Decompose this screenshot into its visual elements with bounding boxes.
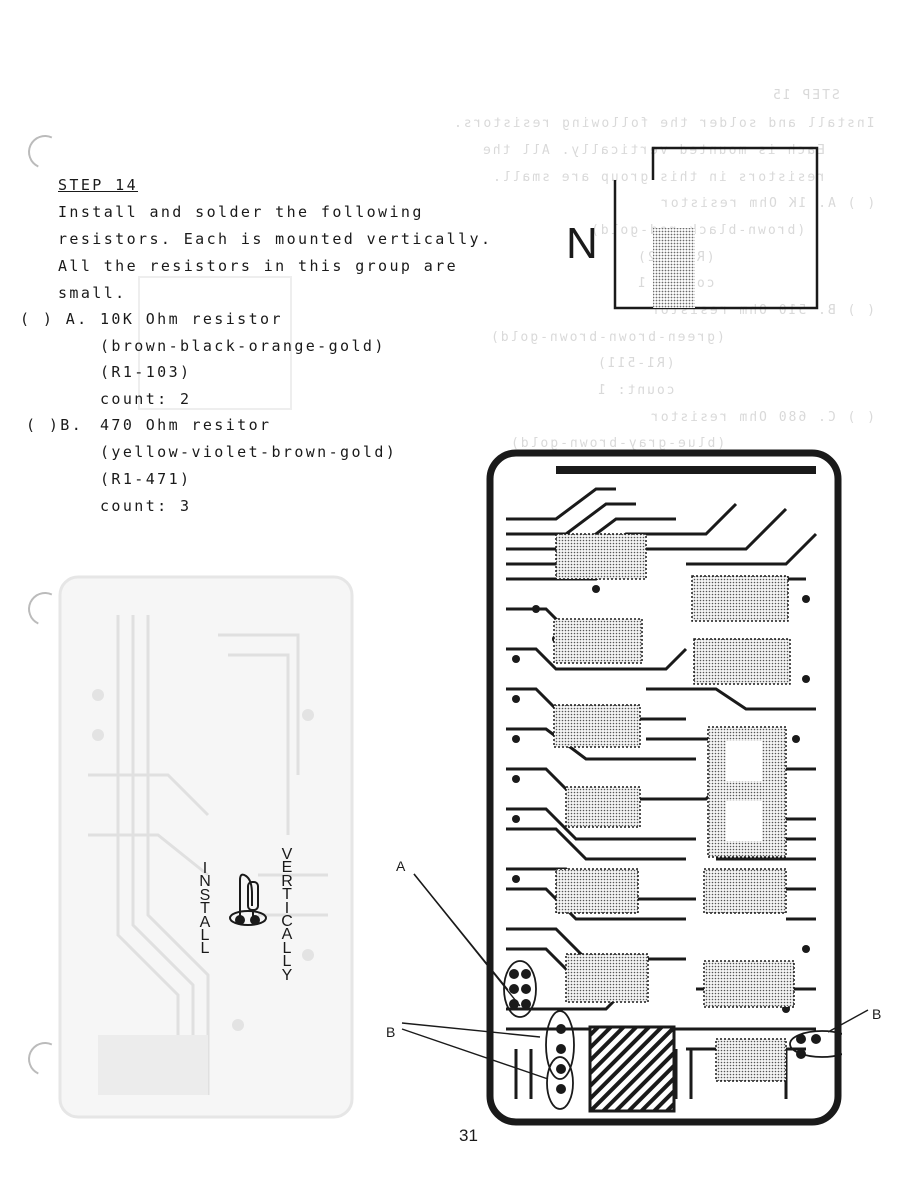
item-b-name: 470 Ohm resitor bbox=[100, 416, 272, 434]
item-b-color-code: (yellow-violet-brown-gold) bbox=[100, 443, 398, 461]
vertically-letter: T bbox=[282, 886, 292, 904]
bleed-title: STEP 15 bbox=[771, 88, 840, 103]
step-title: STEP 14 bbox=[58, 176, 139, 194]
callout-b-right: B bbox=[872, 1006, 882, 1022]
pcb-layout-diagram bbox=[486, 449, 842, 1126]
binder-hole-mark bbox=[23, 130, 67, 174]
vertically-letter: Y bbox=[281, 966, 293, 984]
install-label: I N S T A L L bbox=[196, 860, 214, 958]
bleed-through-board bbox=[58, 575, 354, 1119]
vertically-letter: R bbox=[281, 872, 293, 890]
vertically-letter: E bbox=[281, 859, 293, 877]
orientation-marker: N bbox=[566, 219, 598, 268]
intro-line: All the resistors in this group are bbox=[58, 257, 459, 275]
callout-b-left: B bbox=[386, 1024, 396, 1040]
item-a-name: 10K Ohm resistor bbox=[100, 310, 283, 328]
intro-line: resistors. Each is mounted vertically. bbox=[58, 230, 493, 248]
install-letter: I bbox=[202, 860, 208, 877]
install-letter: L bbox=[200, 940, 210, 958]
item-a-count: count: 2 bbox=[100, 390, 192, 408]
install-letter: S bbox=[199, 886, 211, 904]
intro-line: Install and solder the following bbox=[58, 203, 424, 221]
vertically-letter: L bbox=[282, 939, 292, 957]
vertical-resistor-icon bbox=[229, 873, 267, 926]
bleed-line: count: 1 bbox=[596, 383, 675, 398]
install-letter: L bbox=[200, 927, 210, 945]
intro-line: small. bbox=[58, 284, 127, 302]
bleed-line: (green-brown-brown-gold) bbox=[489, 330, 725, 345]
orientation-diagram bbox=[613, 146, 819, 310]
bleed-line: (R1-511) bbox=[596, 356, 675, 371]
vertically-letter: C bbox=[281, 913, 293, 931]
vertically-label: V E R T I C A L L Y bbox=[278, 846, 296, 984]
vertically-letter: L bbox=[282, 953, 292, 971]
install-letter: N bbox=[199, 873, 211, 891]
vertically-letter: A bbox=[281, 926, 293, 944]
install-letter: T bbox=[200, 900, 210, 918]
item-a-part-number: (R1-103) bbox=[100, 363, 192, 381]
vertically-letter: V bbox=[281, 846, 293, 863]
item-b-count: count: 3 bbox=[100, 497, 192, 515]
install-letter: A bbox=[199, 913, 211, 931]
item-b-checkbox[interactable]: ( )B. bbox=[26, 416, 84, 434]
bleed-line: ( ) C. 680 Ohm resistor bbox=[648, 410, 875, 425]
page-number: 31 bbox=[459, 1126, 478, 1145]
vertically-letter: I bbox=[284, 899, 290, 917]
bleed-through-box bbox=[138, 276, 292, 410]
item-a-color-code: (brown-black-orange-gold) bbox=[100, 337, 386, 355]
callout-leaders bbox=[401, 873, 869, 1080]
item-b-part-number: (R1-471) bbox=[100, 470, 192, 488]
item-a-checkbox[interactable]: ( ) A. bbox=[20, 310, 89, 328]
bleed-line: Install and solder the following resisto… bbox=[452, 116, 875, 131]
callout-a: A bbox=[396, 858, 406, 874]
